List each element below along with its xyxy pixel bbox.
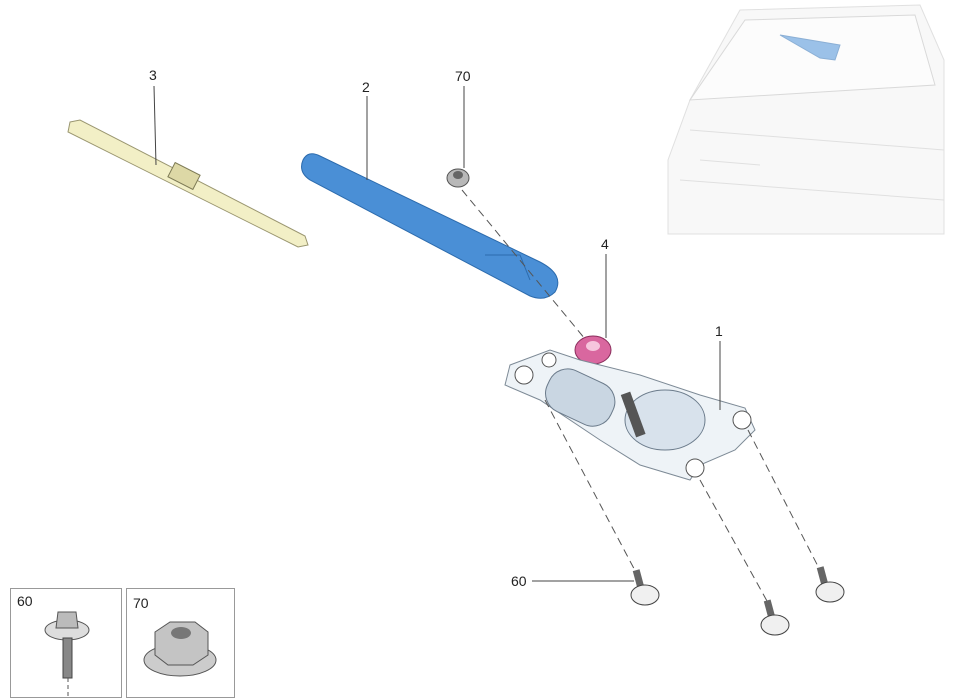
vehicle-thumbnail (667, 0, 945, 235)
assembly-line (544, 399, 641, 581)
callout-3-leader (153, 85, 157, 166)
wiper-blade[interactable] (67, 119, 309, 248)
callout-70: 70 (455, 68, 471, 84)
callout-60: 60 (511, 573, 527, 589)
assembly-line (699, 479, 773, 611)
callout-3: 3 (149, 67, 157, 83)
wiper-motor[interactable] (504, 349, 756, 481)
bolt[interactable] (630, 569, 660, 606)
assembly-line (461, 189, 591, 346)
grommet[interactable] (574, 335, 612, 365)
inset-60-label: 60 (17, 593, 33, 609)
assembly-line (747, 429, 825, 579)
wiper-arm[interactable] (301, 153, 559, 299)
bolt[interactable] (815, 566, 845, 603)
callout-2: 2 (362, 79, 370, 95)
bolt[interactable] (760, 599, 790, 636)
nut[interactable] (446, 168, 470, 188)
inset-70-label: 70 (133, 595, 149, 611)
callout-1: 1 (715, 323, 723, 339)
inset-bolt: 60 (10, 588, 122, 698)
inset-flange-nut: 70 (126, 588, 235, 698)
callout-4: 4 (601, 236, 609, 252)
